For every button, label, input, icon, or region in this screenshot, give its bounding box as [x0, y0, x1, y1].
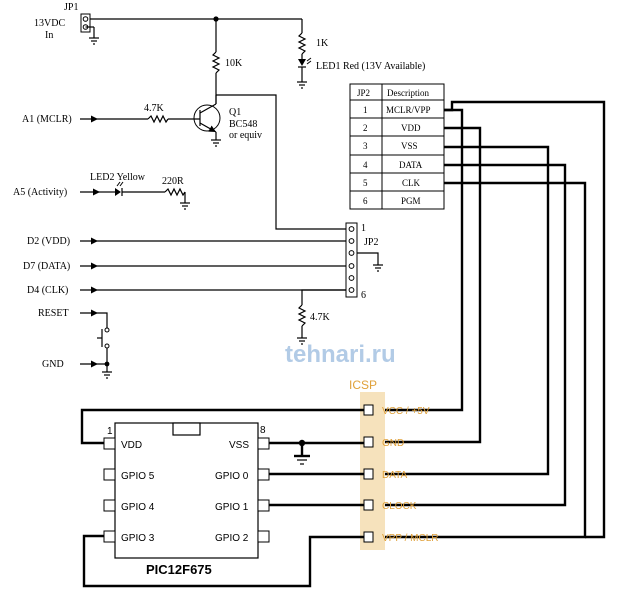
- chip-left-pin: GPIO 3: [121, 533, 155, 544]
- icsp-title: ICSP: [349, 378, 377, 392]
- d4-label: D4 (CLK): [27, 285, 68, 296]
- resistor-4k7-base: [147, 114, 169, 124]
- chip-pin8-label: 8: [260, 425, 266, 436]
- icsp-pin-label: VCC / +5V: [382, 406, 430, 417]
- chip-left-pin: GPIO 5: [121, 471, 155, 482]
- ground-symbol: [297, 337, 307, 345]
- jp2-label: JP2: [364, 237, 378, 248]
- r47k-pd-label: 4.7K: [310, 312, 331, 323]
- chip-icsp-wires: [80, 408, 364, 588]
- r10k-label: 10K: [225, 58, 243, 69]
- table-cell: 6: [363, 196, 368, 206]
- vin-label: 13VDC: [34, 18, 65, 29]
- table-cell: PGM: [401, 196, 421, 206]
- table-cell: 2: [363, 123, 368, 133]
- ground-symbol: [180, 202, 190, 210]
- chip-left-pin: GPIO 4: [121, 502, 155, 513]
- chip-right-pin: GPIO 1: [215, 502, 249, 513]
- table-cell: 5: [363, 178, 368, 188]
- icsp-pin-label: DATA: [382, 470, 408, 481]
- table-cell: VSS: [401, 141, 418, 151]
- led2-label: LED2 Yellow: [90, 172, 146, 183]
- gnd-label: GND: [42, 359, 64, 370]
- chip-right-pin: GPIO 0: [215, 471, 249, 482]
- a5-label: A5 (Activity): [13, 187, 67, 198]
- table-cell: DATA: [399, 160, 423, 170]
- table-header: Description: [387, 88, 429, 98]
- resistor-1k: [297, 32, 307, 55]
- d2-label: D2 (VDD): [27, 236, 70, 247]
- jp2-pin1-label: 1: [361, 223, 366, 234]
- table-cell: CLK: [402, 178, 421, 188]
- icsp-routing-wires: [373, 100, 606, 539]
- icsp-pin-label: VPP / MCLR: [382, 533, 439, 544]
- resistor-220r: [164, 187, 186, 197]
- ground-symbol: [89, 37, 99, 45]
- r1k-label: 1K: [316, 38, 329, 49]
- led2-icon: [115, 181, 124, 196]
- ground-symbol: [297, 81, 307, 89]
- chip-right-pin: GPIO 2: [215, 533, 249, 544]
- jp2-pin6-label: 6: [361, 290, 366, 301]
- table-cell: 1: [363, 105, 368, 115]
- chip-left-pin: VDD: [121, 440, 142, 451]
- icsp-pin-label: CLOCK: [382, 501, 417, 512]
- ground-symbol: [211, 139, 221, 147]
- led1-label: LED1 Red (13V Available): [316, 61, 425, 72]
- q1-part-label: BC548: [229, 119, 257, 130]
- table-cell: 4: [363, 160, 368, 170]
- q1-label: Q1: [229, 107, 241, 118]
- watermark-text: tehnari.ru: [285, 341, 396, 368]
- reset-label: RESET: [38, 308, 69, 319]
- table-cell: 3: [363, 141, 368, 151]
- ground-symbol: [102, 371, 112, 379]
- resistor-10k: [211, 51, 221, 74]
- jp2-connector: [345, 222, 358, 298]
- reset-switch-icon: [97, 327, 110, 349]
- led1-icon: [298, 57, 312, 68]
- r220-label: 220R: [162, 176, 184, 187]
- d7-label: D7 (DATA): [23, 261, 70, 272]
- chip-pin1-label: 1: [107, 426, 113, 437]
- mclr-wire: [216, 94, 346, 230]
- jp1-connector: JP1 13VDC In: [34, 2, 95, 41]
- q1-equiv-label: or equiv: [229, 130, 262, 141]
- vin-in-label: In: [45, 30, 53, 41]
- pic12f675-chip: [103, 422, 270, 559]
- table-cell: MCLR/VPP: [386, 105, 431, 115]
- ground-symbol: [373, 264, 383, 272]
- jp2-table: JP2 Description 1 MCLR/VPP 2 VDD 3 VSS 4…: [349, 83, 445, 210]
- jp1-label: JP1: [64, 2, 78, 13]
- chip-right-pin: VSS: [229, 440, 249, 451]
- icsp-pin-label: GND: [382, 438, 404, 449]
- r47k-base-label: 4.7K: [144, 103, 165, 114]
- table-header: JP2: [357, 88, 370, 98]
- icsp-pins: [363, 404, 374, 543]
- chip-name: PIC12F675: [146, 562, 212, 577]
- a1-label: A1 (MCLR): [22, 114, 72, 125]
- table-cell: VDD: [401, 123, 421, 133]
- resistor-4k7-pulldown: [297, 304, 307, 327]
